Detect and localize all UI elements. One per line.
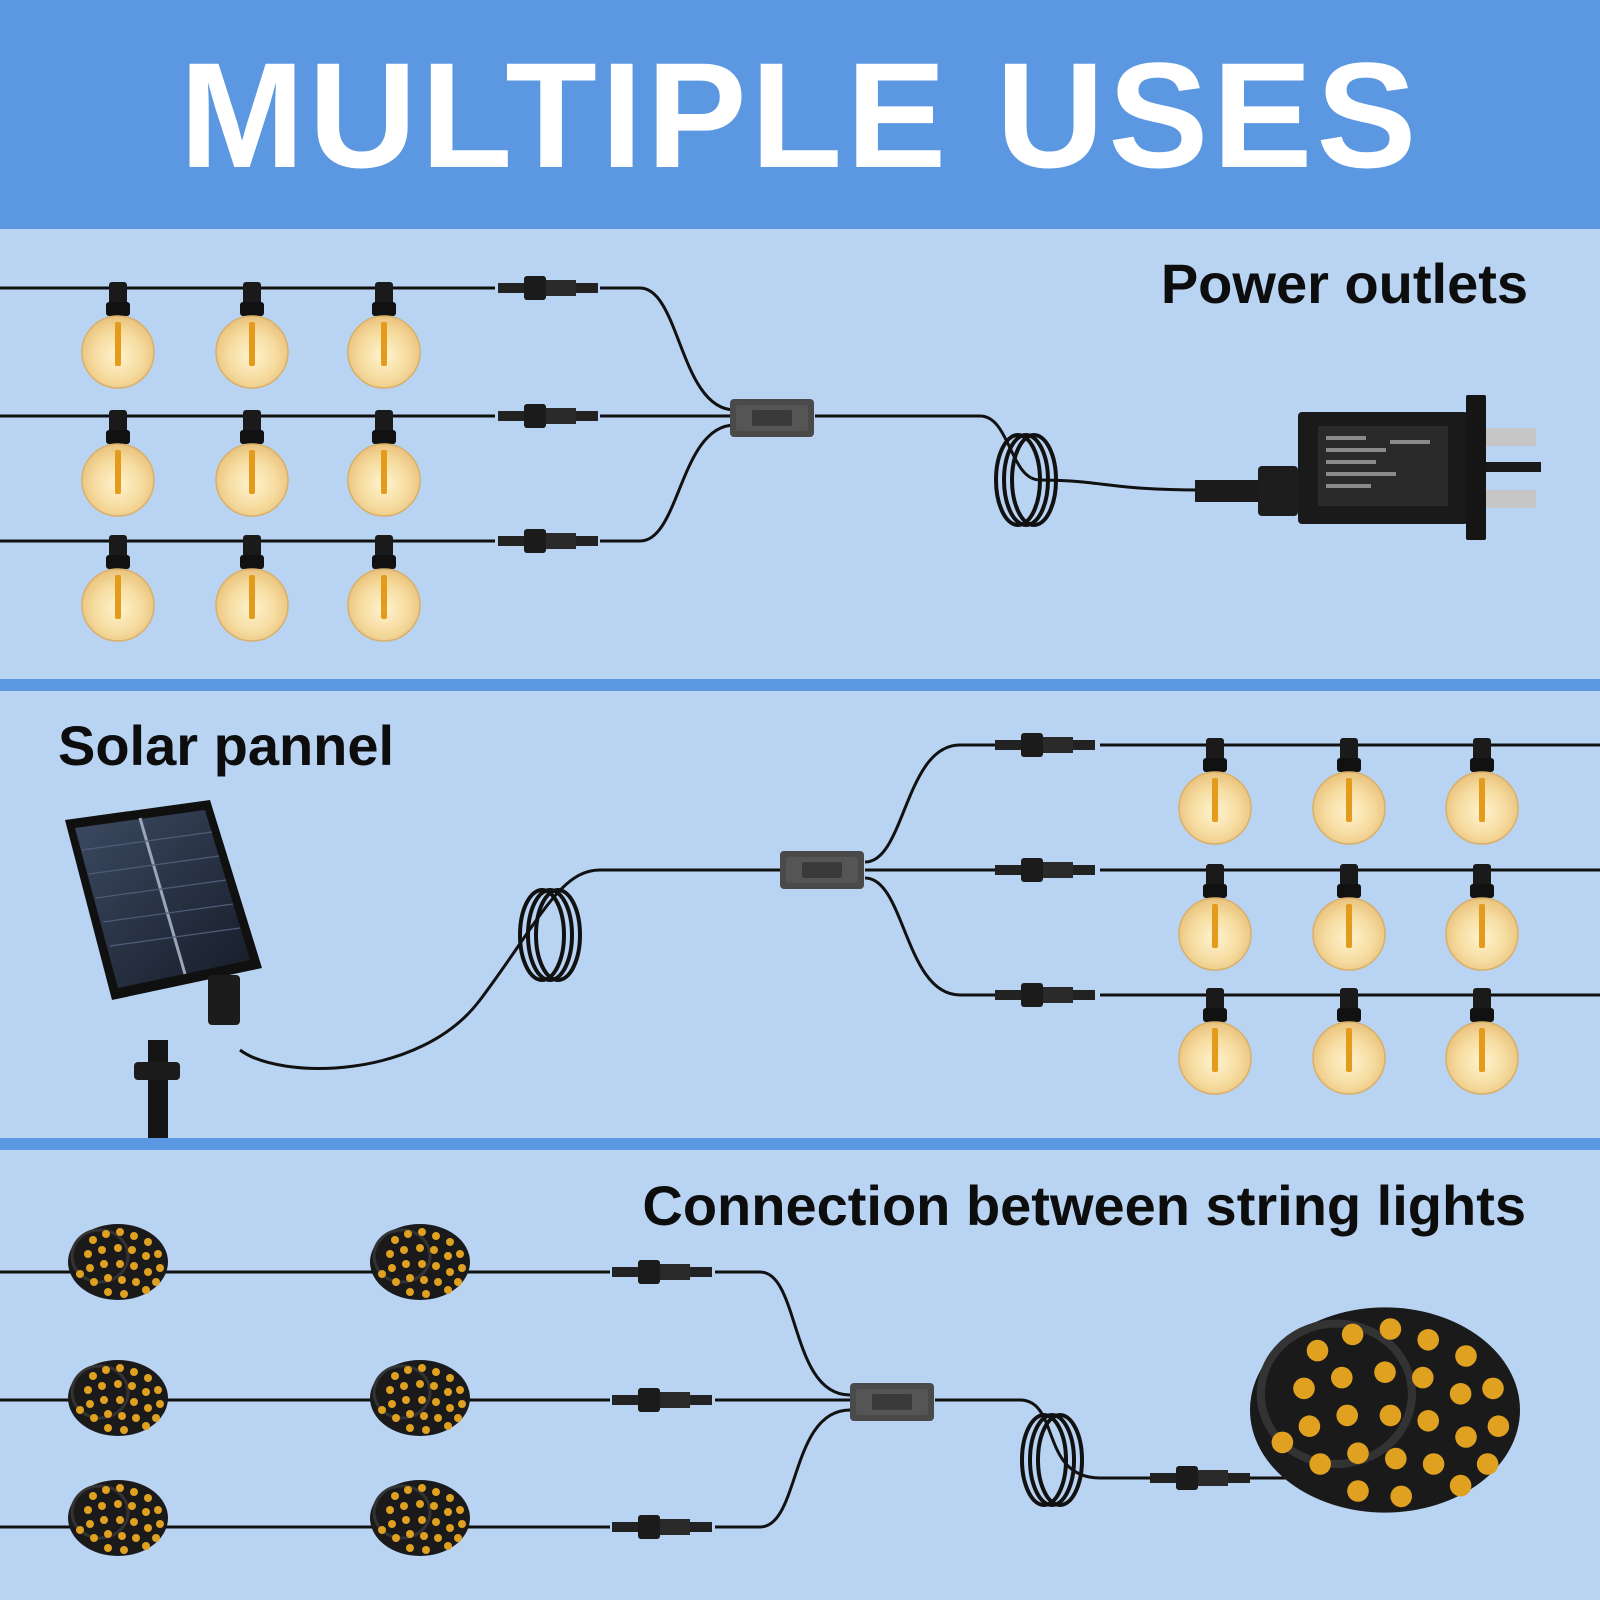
- section-label-connection: Connection between string lights: [642, 1174, 1526, 1237]
- splitter-box-icon: [780, 851, 864, 889]
- section-label-power-outlets: Power outlets: [1161, 252, 1528, 315]
- page-title: MULTIPLE USES: [179, 30, 1421, 199]
- power-outlets-diagram: [0, 286, 1260, 543]
- splitter-box-icon: [850, 1383, 934, 1421]
- coiled-cable-icon: [1020, 1413, 1084, 1507]
- header-banner: MULTIPLE USES: [0, 0, 1600, 229]
- solar-diagram: [239, 743, 1600, 1070]
- power-adapter-icon: [1195, 395, 1541, 540]
- splitter-box-icon: [730, 399, 814, 437]
- led-string-bundle-icon: [1250, 1307, 1520, 1512]
- section-divider: [0, 679, 1600, 691]
- solar-panel-icon: [65, 800, 262, 1138]
- globe-bulb-icon: [81, 281, 421, 642]
- section-label-solar: Solar pannel: [58, 714, 394, 777]
- led-string-bundle-icon: [66, 1222, 472, 1558]
- section-divider: [0, 1138, 1600, 1150]
- globe-bulb-icon: [1178, 737, 1519, 1095]
- cable-connector-icon: [498, 276, 598, 553]
- coiled-cable-icon: [994, 433, 1058, 527]
- cable-connector-icon: [995, 733, 1095, 1007]
